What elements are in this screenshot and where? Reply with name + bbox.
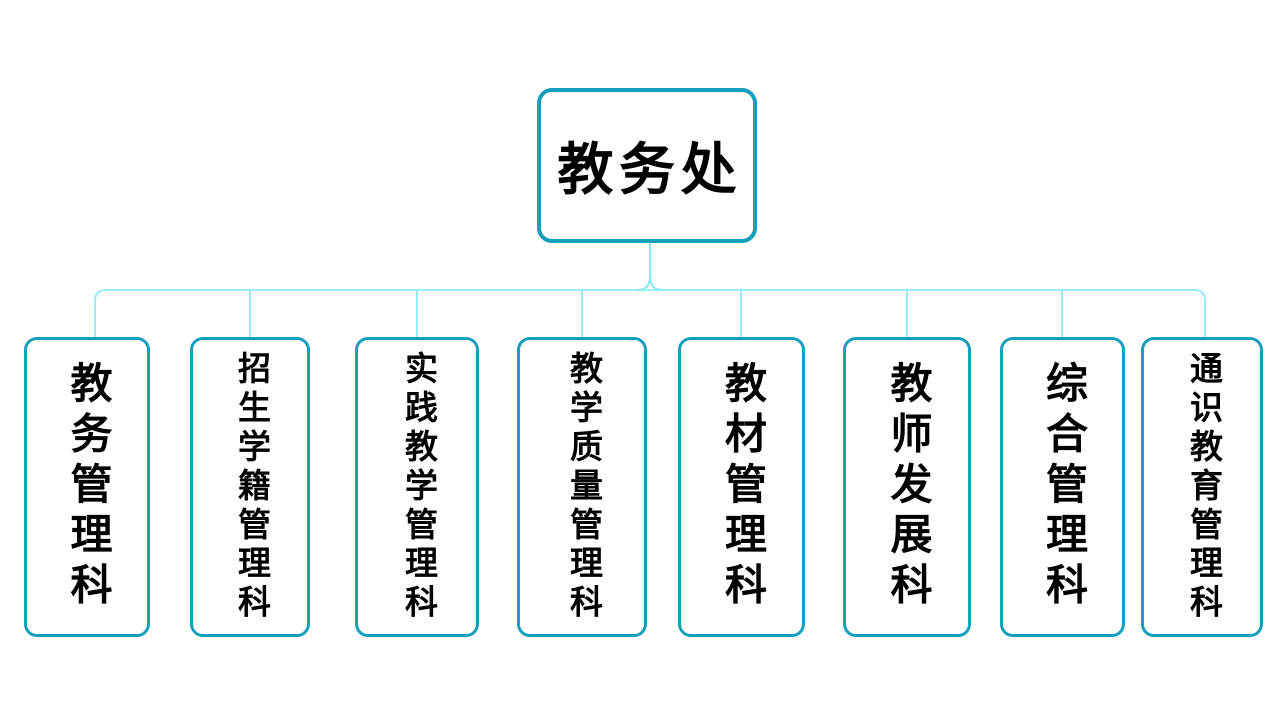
dept-node-label: 教师发展科 [884, 361, 930, 613]
dept-node-label: 教务管理科 [64, 361, 110, 613]
dept-node-enrollment-records[interactable]: 招生学籍管理科 [190, 337, 310, 637]
dept-node-label: 招生学籍管理科 [232, 350, 269, 624]
root-node-label: 教务处 [557, 140, 743, 202]
branch-rail-connector [94, 289, 1206, 338]
branch-drop-connectors [249, 289, 1063, 338]
dept-node-label: 通识教育管理科 [1184, 350, 1221, 624]
dept-node-label: 综合管理科 [1039, 361, 1086, 613]
dept-node-academic-affairs[interactable]: 教务管理科 [24, 337, 150, 637]
root-stem-connector [635, 241, 665, 292]
dept-node-teacher-development[interactable]: 教师发展科 [843, 337, 971, 637]
dept-node-label: 教材管理科 [718, 361, 765, 613]
dept-node-practical-teaching[interactable]: 实践教学管理科 [355, 337, 479, 637]
dept-node-label: 实践教学管理科 [399, 350, 436, 624]
dept-node-label: 教学质量管理科 [564, 350, 601, 624]
dept-node-teaching-materials[interactable]: 教材管理科 [678, 337, 805, 637]
root-node[interactable]: 教务处 [537, 88, 757, 243]
dept-node-teaching-quality[interactable]: 教学质量管理科 [517, 337, 647, 637]
dept-node-general-education[interactable]: 通识教育管理科 [1141, 337, 1263, 637]
dept-node-comprehensive-mgmt[interactable]: 综合管理科 [1000, 337, 1125, 637]
